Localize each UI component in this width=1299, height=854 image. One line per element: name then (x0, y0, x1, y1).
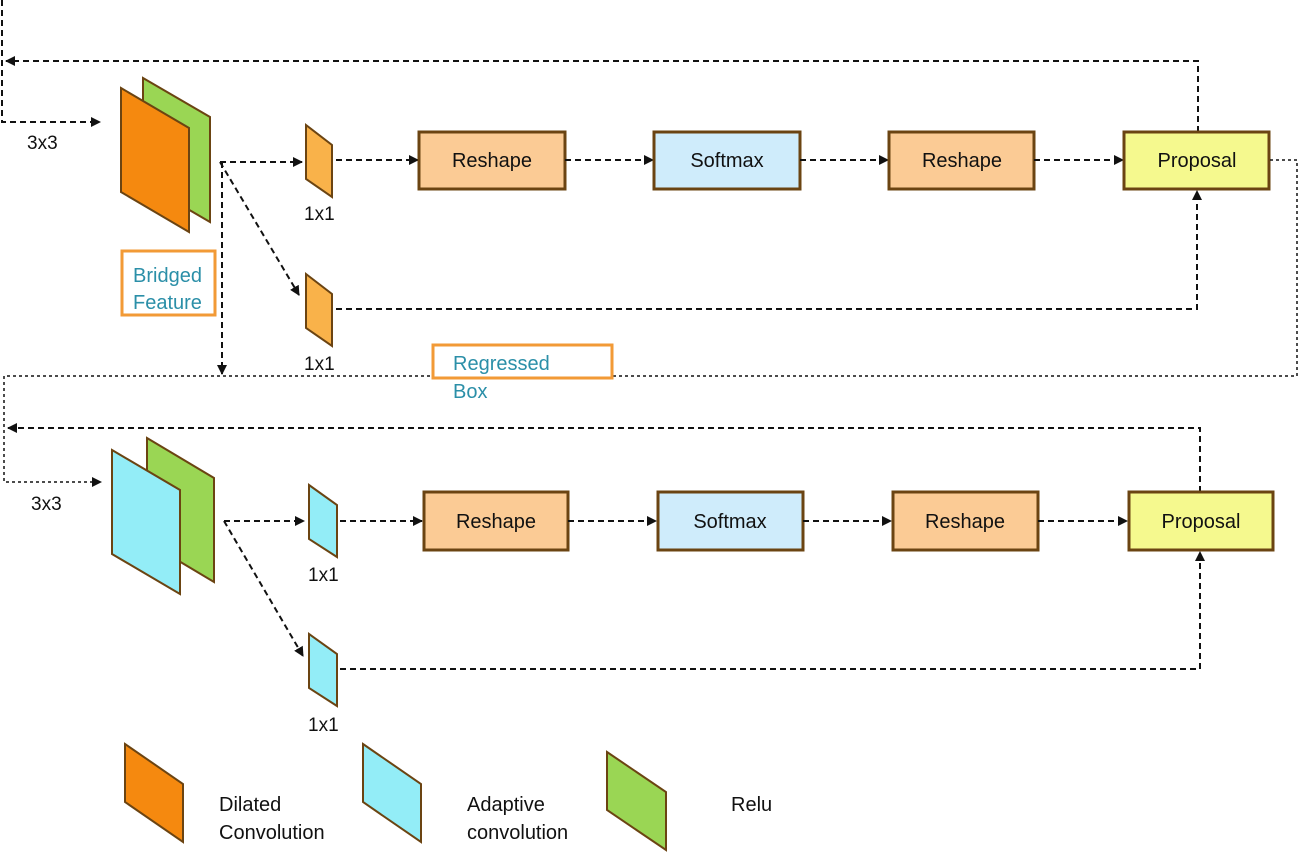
top-proposal-box (1122, 130, 1271, 191)
legend-dilated-line1: Dilated (219, 794, 281, 816)
top-branch-line-2 (219, 161, 300, 296)
top-conv2-label: 1x1 (304, 354, 335, 375)
bottom-reshape1-label: Reshape (456, 511, 536, 533)
top-kernel-label: 3x3 (27, 133, 58, 154)
legend-relu-label: Relu (731, 794, 772, 816)
bottom-conv1-map (308, 483, 338, 559)
regressed-box-line2: Box (453, 381, 487, 403)
top-softmax-label: Softmax (690, 150, 763, 172)
top-reshape1-label: Reshape (452, 150, 532, 172)
regressed-box-line1: Regressed (453, 353, 550, 375)
legend-adaptive-swatch (362, 742, 422, 844)
bottom-branch-line-2 (223, 520, 304, 657)
top-dilated-map (120, 86, 190, 234)
bottom-stage: 3x3 1x1 1x1 Reshape Softmax Reshape Prop… (7, 423, 1275, 736)
legend-dilated-swatch (124, 742, 184, 844)
bottom-conv1-label: 1x1 (308, 565, 339, 586)
bottom-reshape1-box (422, 490, 570, 552)
top-reshape2-label: Reshape (922, 150, 1002, 172)
bottom-softmax-label: Softmax (693, 511, 766, 533)
bottom-proposal-box (1127, 490, 1275, 552)
bottom-kernel-label: 3x3 (31, 494, 62, 515)
bottom-softmax-box (656, 490, 805, 552)
bottom-adaptive-map (111, 448, 181, 596)
stage-connector-line (3, 159, 1298, 483)
bottom-conv2-label: 1x1 (308, 715, 339, 736)
top-feedback-line (5, 56, 1199, 132)
bottom-regression-line (340, 551, 1205, 670)
top-conv1-label: 1x1 (304, 204, 335, 225)
top-conv2-map (305, 271, 333, 348)
top-conv1-map (305, 122, 333, 199)
bottom-reshape2-box (891, 490, 1040, 552)
bottom-conv2-map (308, 632, 338, 708)
bottom-feedback-line (7, 423, 1201, 492)
legend-relu-swatch (606, 750, 667, 852)
top-softmax-box (652, 130, 802, 191)
legend-dilated-line2: Convolution (219, 822, 325, 844)
stage-connector-arrow (92, 477, 102, 487)
bridged-feature-tag (120, 249, 217, 317)
top-proposal-label: Proposal (1158, 150, 1237, 172)
legend-adaptive-line2: convolution (467, 822, 568, 844)
bottom-proposal-label: Proposal (1162, 511, 1241, 533)
bridged-feature-line2: Feature (133, 292, 202, 314)
bottom-reshape2-label: Reshape (925, 511, 1005, 533)
top-regression-line (336, 190, 1202, 310)
bridged-feature-line1: Bridged (133, 265, 202, 287)
legend-adaptive-line1: Adaptive (467, 794, 545, 816)
regressed-box-tag (431, 343, 614, 380)
legend: Dilated Convolution Adaptive convolution… (124, 742, 772, 852)
top-stage: 3x3 1x1 1x1 Reshape Softmax Reshape Prop… (1, 0, 1271, 375)
top-entry-line (1, 0, 101, 127)
